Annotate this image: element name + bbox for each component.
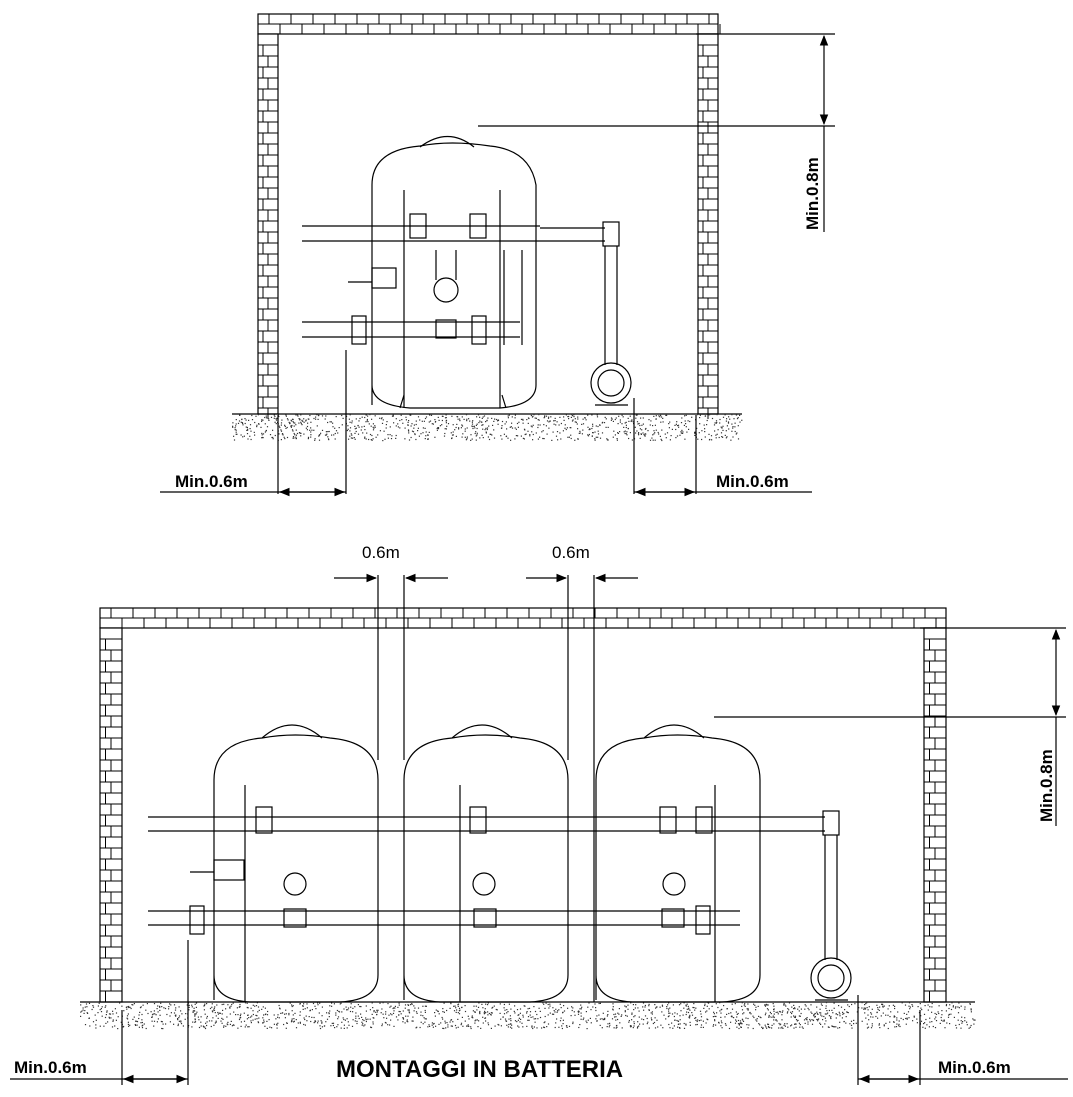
diagram-title: MONTAGGI IN BATTERIA — [336, 1056, 623, 1083]
top-ground — [232, 413, 743, 442]
bottom-spacing-label-2: 0.6m — [552, 543, 590, 562]
top-filter-tank — [371, 135, 537, 409]
bottom-pipes — [148, 806, 852, 1001]
bottom-height-label: Min.0.8m — [1037, 749, 1056, 822]
top-pipes — [302, 213, 632, 406]
top-height-label: Min.0.8m — [803, 157, 822, 230]
top-right-clearance-label: Min.0.6m — [716, 472, 789, 491]
bottom-height-dimension — [714, 627, 1066, 826]
top-clearance-dimensions — [160, 350, 812, 497]
top-diagram — [160, 13, 835, 497]
top-left-clearance-label: Min.0.6m — [175, 472, 248, 491]
bottom-ground — [80, 1001, 976, 1030]
bottom-right-clearance-label: Min.0.6m — [938, 1058, 1011, 1077]
bottom-clearance-dimensions — [10, 940, 1068, 1085]
bottom-brick-walls — [99, 607, 947, 1003]
bottom-spacing-label-1: 0.6m — [362, 543, 400, 562]
top-height-dimension — [478, 33, 835, 232]
bottom-filter-tank-3 — [595, 724, 761, 1003]
top-brick-walls — [257, 13, 721, 419]
bottom-filter-tank-2 — [403, 724, 569, 1003]
bottom-diagram — [10, 573, 1068, 1085]
bottom-filter-tank-1 — [213, 724, 379, 1003]
bottom-spacing-dimensions — [334, 573, 638, 1002]
bottom-left-clearance-label: Min.0.6m — [14, 1058, 87, 1077]
